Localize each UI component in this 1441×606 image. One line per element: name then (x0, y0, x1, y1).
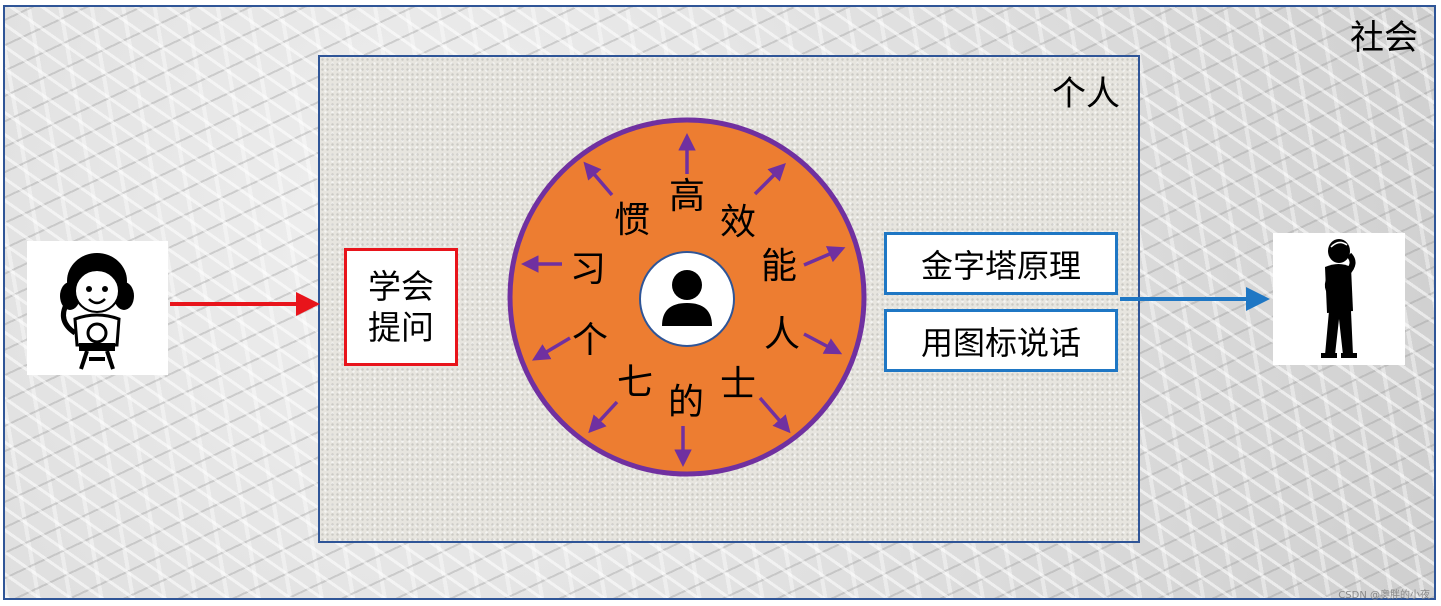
individual-label: 个人 (1052, 74, 1120, 114)
wheel-char-de: 的 (668, 382, 704, 423)
radial-arrow (803, 246, 846, 267)
wheel-characters: 高 效 能 人 士 的 七 个 习 惯 (570, 176, 800, 423)
wheel-char-neng: 能 (761, 246, 797, 287)
learn-to-ask-line2: 提问 (368, 308, 434, 347)
pyramid-principle-box: 金字塔原理 (884, 232, 1118, 295)
radial-arrows (521, 133, 846, 467)
society-label: 社会 (1350, 18, 1418, 58)
girl-figure-icon (60, 253, 134, 370)
man-portrait (1273, 233, 1405, 365)
radial-arrow (588, 400, 619, 434)
learn-to-ask-line1: 学会 (368, 266, 434, 306)
wheel-char-ren: 人 (764, 314, 800, 355)
wheel-char-xi: 习 (570, 249, 606, 290)
learn-to-ask-box: 学会 提问 (344, 248, 458, 366)
pyramid-principle-label: 金字塔原理 (920, 246, 1081, 285)
wheel-char-shi: 士 (720, 364, 756, 405)
wheel-char-xiao: 效 (720, 202, 756, 243)
wheel-char-gao: 高 (669, 176, 705, 217)
thinking-man-icon (1321, 239, 1357, 358)
wheel-char-qi: 七 (617, 362, 653, 403)
radial-arrow (531, 336, 571, 361)
say-it-with-charts-label: 用图标说话 (920, 323, 1081, 362)
user-avatar-icon (639, 251, 735, 347)
girl-portrait (27, 241, 168, 375)
wheel-char-ge: 个 (572, 320, 608, 361)
radial-arrow (803, 332, 843, 355)
radial-arrow (753, 163, 786, 196)
say-it-with-charts-box: 用图标说话 (884, 309, 1118, 372)
radial-arrow (758, 396, 791, 434)
radial-arrow (583, 161, 614, 197)
watermark: CSDN @奥胖的小夜 (1338, 588, 1430, 601)
wheel-char-guan: 惯 (614, 200, 650, 241)
